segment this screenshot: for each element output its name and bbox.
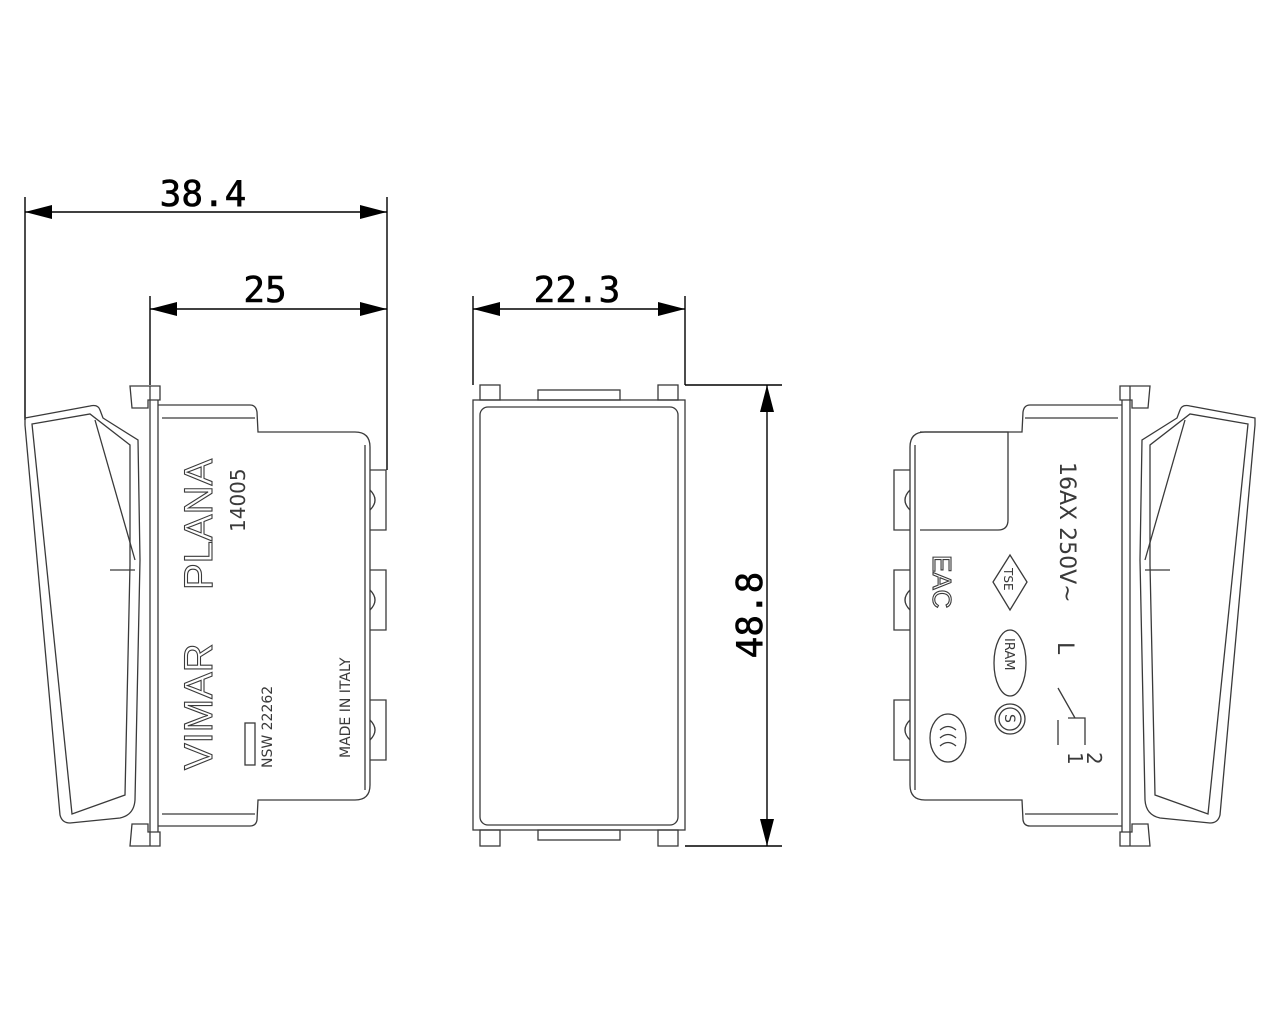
dimension-height: 48.8: [685, 384, 782, 847]
iram-mark: IRAM: [1001, 638, 1016, 670]
dimension-overall-depth: 38.4: [24, 174, 388, 470]
left-side-view: VIMAR PLANA 14005 NSW 22262 MADE IN ITAL…: [24, 385, 387, 847]
certificate-number: NSW 22262: [260, 686, 276, 768]
terminal-label-1: 1: [1063, 752, 1087, 765]
terminal-label-2: 2: [1082, 752, 1106, 765]
s-mark: S: [1001, 714, 1017, 723]
ccc-mark-icon: [929, 713, 967, 763]
dimension-body-depth: 25: [149, 270, 387, 385]
front-view: [472, 384, 686, 847]
dimension-label-38-4: 38.4: [160, 174, 247, 215]
s-mark-circle-icon: [994, 703, 1026, 735]
right-side-view: 16AX 250V~ EAC TSE IRAM S L 2 1: [893, 385, 1256, 847]
terminal-label-l: L: [1052, 642, 1077, 655]
iram-ellipse-icon: [993, 629, 1027, 697]
dimension-label-25: 25: [243, 270, 286, 311]
rating-text: 16AX 250V~: [1054, 462, 1079, 603]
origin-text: MADE IN ITALY: [338, 657, 354, 758]
tse-mark: TSE: [1001, 567, 1015, 591]
dimension-label-22-3: 22.3: [534, 270, 621, 311]
tse-diamond-icon: [992, 553, 1028, 612]
eac-mark: EAC: [927, 555, 957, 608]
dimension-label-48-8: 48.8: [730, 572, 771, 659]
label-rectangle: [244, 722, 256, 766]
series-plana: PLANA: [177, 459, 221, 590]
product-code: 14005: [226, 468, 250, 532]
terminal-housing: [920, 431, 1009, 531]
switch-symbol-icon: [1057, 687, 1086, 745]
brand-vimar: VIMAR: [177, 643, 221, 770]
dimension-width: 22.3: [472, 270, 686, 385]
